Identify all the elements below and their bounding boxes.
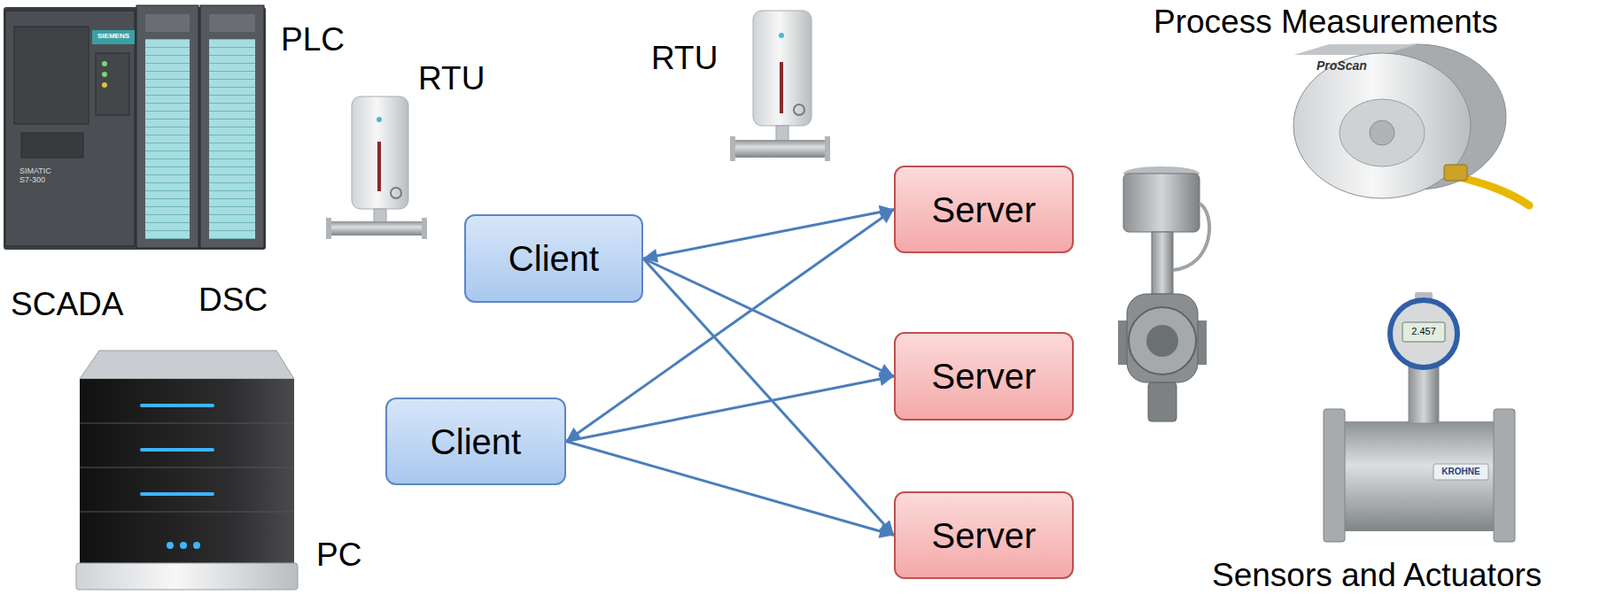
server-box: Server: [893, 332, 1074, 421]
connector-arrow: [566, 442, 894, 536]
device-label: DSC: [198, 281, 268, 320]
node-text: Server: [932, 356, 1037, 397]
brand-mark: KROHNE: [1433, 466, 1489, 478]
server-box: Server: [893, 165, 1074, 254]
device-label: PC: [316, 536, 362, 575]
node-text: Client: [430, 421, 521, 463]
client-box: Client: [385, 397, 567, 486]
valve-illustration: [1118, 166, 1210, 422]
brand-mark: ProScan: [1316, 58, 1367, 73]
connector-arrow: [566, 376, 894, 443]
device-label: RTU: [418, 60, 485, 99]
device-label: RTU: [651, 39, 718, 78]
brand-mark: SIEMENS: [92, 31, 135, 40]
device-label: SCADA: [10, 286, 124, 325]
rtu-illustration: [730, 10, 831, 162]
connector-arrow: [643, 258, 894, 536]
group-label: Sensors and Actuators: [1211, 557, 1542, 596]
product-mark: SIMATIC S7-300: [19, 166, 64, 186]
node-text: Server: [932, 515, 1037, 557]
device-label: PLC: [280, 21, 345, 60]
rtu-illustration: [326, 96, 428, 240]
plc-illustration: [3, 5, 266, 250]
node-text: Client: [508, 238, 599, 280]
group-label: Process Measurements: [1153, 3, 1499, 42]
display-reading: 2.457: [1402, 326, 1445, 338]
connector-arrow: [643, 209, 894, 260]
pressure-sensor-illustration: [1293, 44, 1530, 206]
flowmeter-illustration: [1323, 292, 1515, 543]
pc-illustration: [76, 350, 298, 591]
client-box: Client: [464, 214, 644, 303]
node-text: Server: [932, 189, 1037, 231]
server-box: Server: [893, 491, 1074, 580]
